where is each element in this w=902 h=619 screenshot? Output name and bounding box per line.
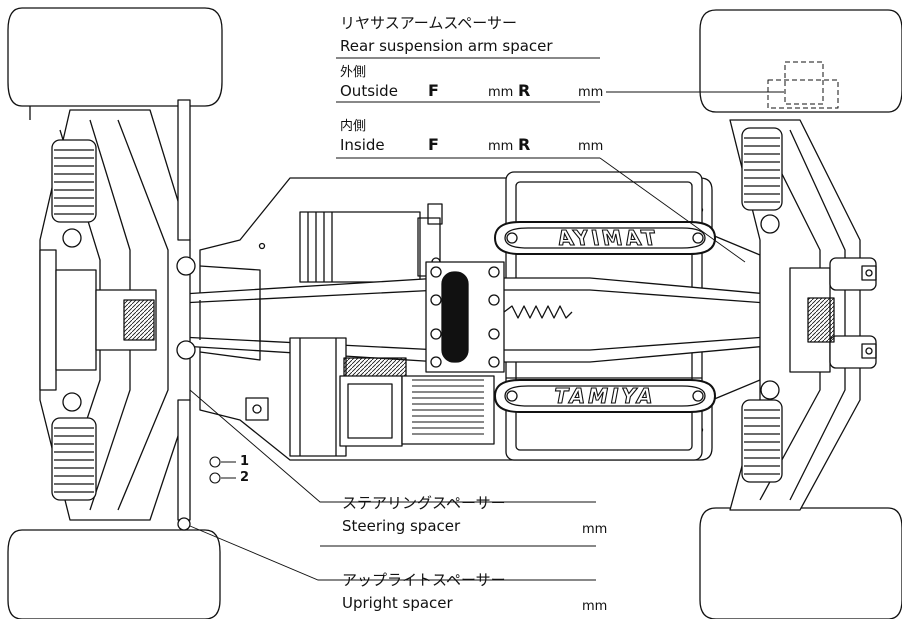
outside-label-en: Outside — [340, 82, 398, 100]
left-hub — [39, 249, 261, 391]
left-turnbuckle-lower — [177, 399, 191, 531]
drive-shaft-spring — [503, 305, 573, 319]
spur-gear — [425, 261, 505, 373]
spacer-hole-icons — [209, 456, 236, 484]
upright-spacer-unit: mm — [582, 599, 608, 614]
steering-spacer-title-jp: ステアリングスペーサー — [342, 494, 506, 512]
inside-rear-unit: mm — [578, 139, 604, 154]
front-right-wheel — [699, 9, 902, 113]
upright-spacer-title-jp: アップライトスペーサー — [342, 571, 506, 589]
tamiya-logo-upper-text: TAMIYA — [555, 226, 656, 250]
rear-left-wheel — [7, 529, 221, 619]
inside-front-label: F — [428, 135, 439, 154]
tamiya-logo-lower-text: TAMIYA — [555, 384, 656, 408]
hole-1-icon — [209, 456, 221, 468]
inside-rear-label: R — [518, 135, 531, 154]
tamiya-logo-upper: TAMIYA — [554, 225, 656, 250]
hole-label-2: 2 — [240, 470, 250, 485]
right-upper-shock — [741, 127, 783, 234]
right-lower-shock — [741, 380, 783, 483]
inside-label-en: Inside — [340, 136, 385, 154]
upright-spacer-title-en: Upright spacer — [342, 594, 453, 612]
left-upper-shock — [51, 139, 97, 248]
rear-spacer-title-jp: リヤサスアームスペーサー — [340, 14, 518, 32]
servo-horn — [245, 397, 269, 421]
outside-rear-label: R — [518, 81, 531, 100]
outside-rear-unit: mm — [578, 85, 604, 100]
steering-spacer-unit: mm — [582, 522, 608, 537]
leader-lines — [189, 57, 784, 581]
rear-right-wheel — [699, 507, 902, 619]
spacer-dashed-outline — [767, 61, 839, 109]
receiver — [339, 375, 495, 447]
speed-controller — [289, 337, 407, 457]
outside-front-label: F — [428, 81, 439, 100]
right-hub — [789, 257, 877, 373]
steering-spacer-title-en: Steering spacer — [342, 517, 461, 535]
upright-leader — [189, 525, 596, 581]
inside-label-jp: 内側 — [340, 119, 367, 134]
tamiya-badge-upper — [494, 221, 716, 255]
hole-2-icon — [209, 472, 221, 484]
inside-leader — [599, 157, 746, 263]
outside-label-jp: 外側 — [340, 65, 367, 80]
steering-leader — [189, 389, 596, 503]
left-lower-shock — [51, 392, 97, 501]
motor — [299, 203, 443, 283]
tamiya-badge-lower — [494, 379, 716, 413]
hole-label-1: 1 — [240, 454, 250, 469]
inside-front-unit: mm — [488, 139, 514, 154]
outside-front-unit: mm — [488, 85, 514, 100]
rear-spacer-title-en: Rear suspension arm spacer — [340, 37, 553, 55]
left-turnbuckle-upper — [177, 99, 191, 241]
